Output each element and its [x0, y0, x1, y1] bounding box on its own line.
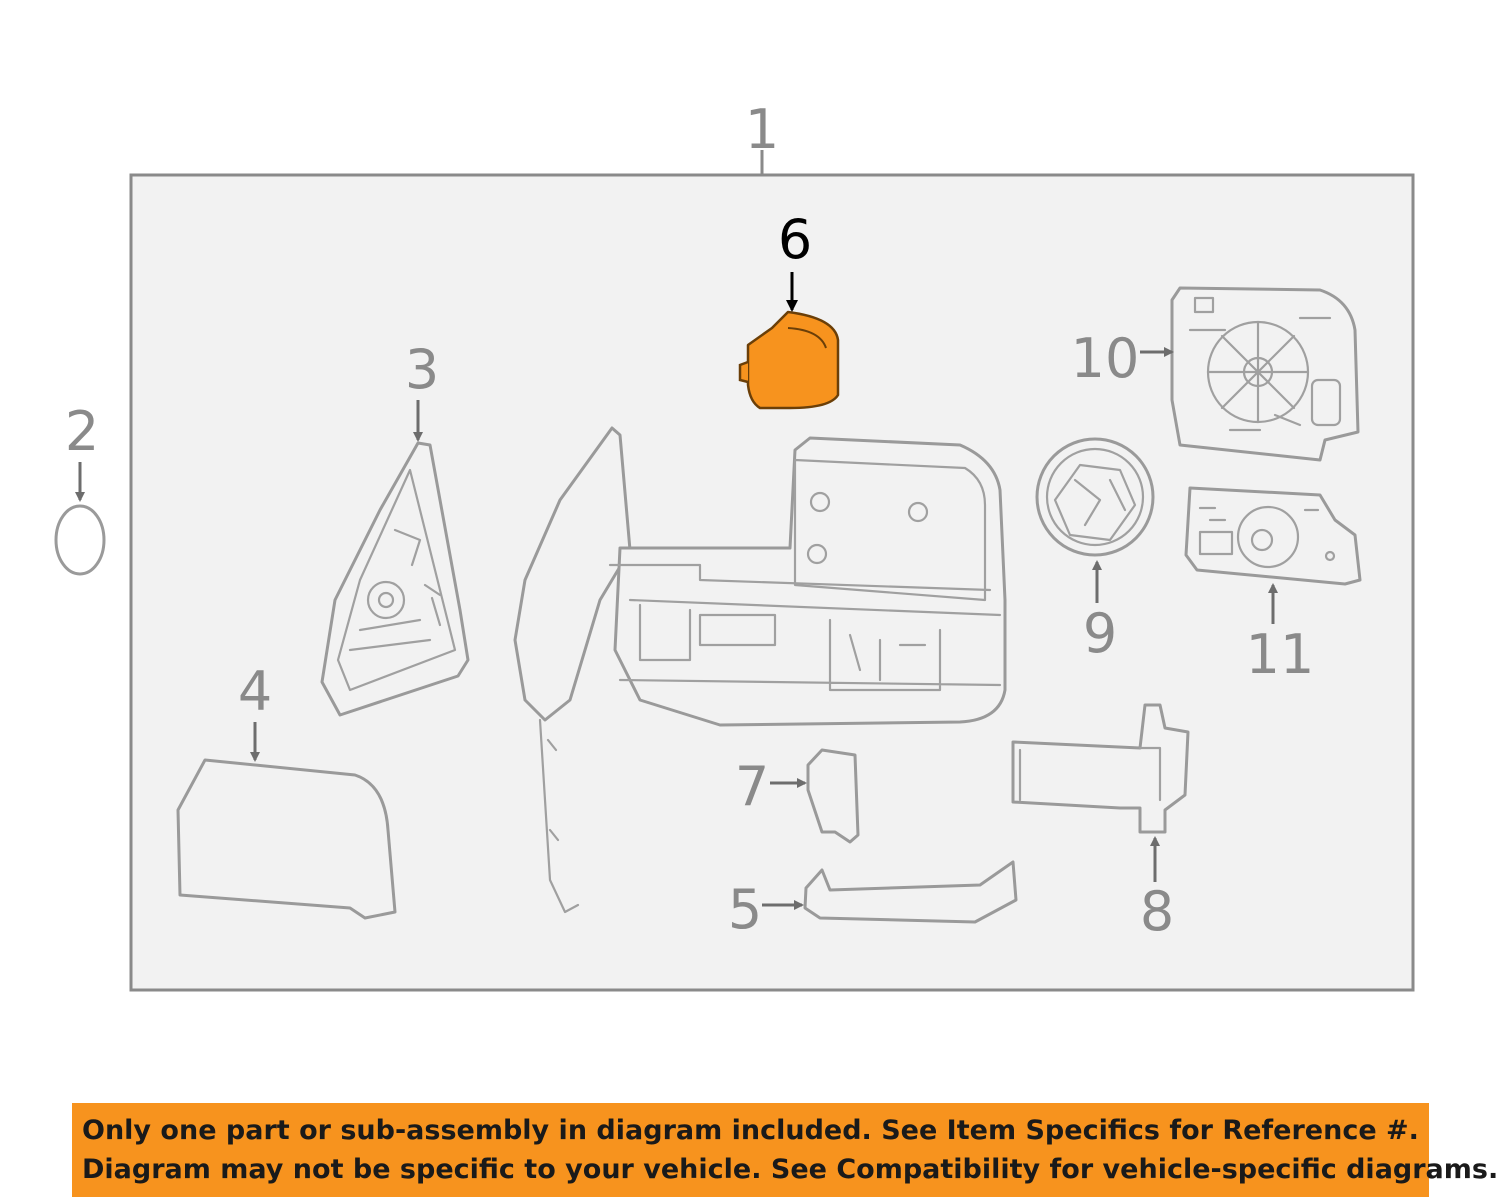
callout-9: 9	[1083, 602, 1117, 665]
callout-3: 3	[405, 338, 439, 401]
part-10-mirror-glass	[1170, 286, 1360, 462]
part-11-plate	[1184, 486, 1362, 586]
callout-4: 4	[238, 660, 272, 723]
parts-diagram: 1 2 3 4 6 7 5	[54, 98, 1415, 992]
main-mirror-assembly	[513, 426, 1007, 914]
part-6-highlighted-cover	[738, 310, 840, 410]
disclaimer-line-1: Only one part or sub-assembly in diagram…	[82, 1115, 1419, 1146]
callout-11: 11	[1246, 623, 1315, 686]
part-4-cap	[176, 758, 397, 920]
part-7-bracket	[806, 748, 860, 844]
part-9-motor	[1035, 437, 1155, 557]
part-5-trim-strip	[803, 860, 1018, 924]
callout-5: 5	[728, 878, 762, 941]
callout-7: 7	[735, 755, 769, 818]
part-3-backing-plate	[320, 441, 470, 717]
part-8-signal-lamp	[1011, 703, 1190, 834]
disclaimer-banner: Only one part or sub-assembly in diagram…	[72, 1103, 1499, 1197]
callout-10: 10	[1071, 327, 1140, 390]
disclaimer-line-2: Diagram may not be specific to your vehi…	[82, 1154, 1499, 1185]
callout-1: 1	[745, 98, 779, 161]
callout-6: 6	[778, 208, 812, 271]
callout-8: 8	[1140, 880, 1174, 943]
callout-2: 2	[65, 400, 99, 463]
part-2-ring	[54, 504, 106, 576]
